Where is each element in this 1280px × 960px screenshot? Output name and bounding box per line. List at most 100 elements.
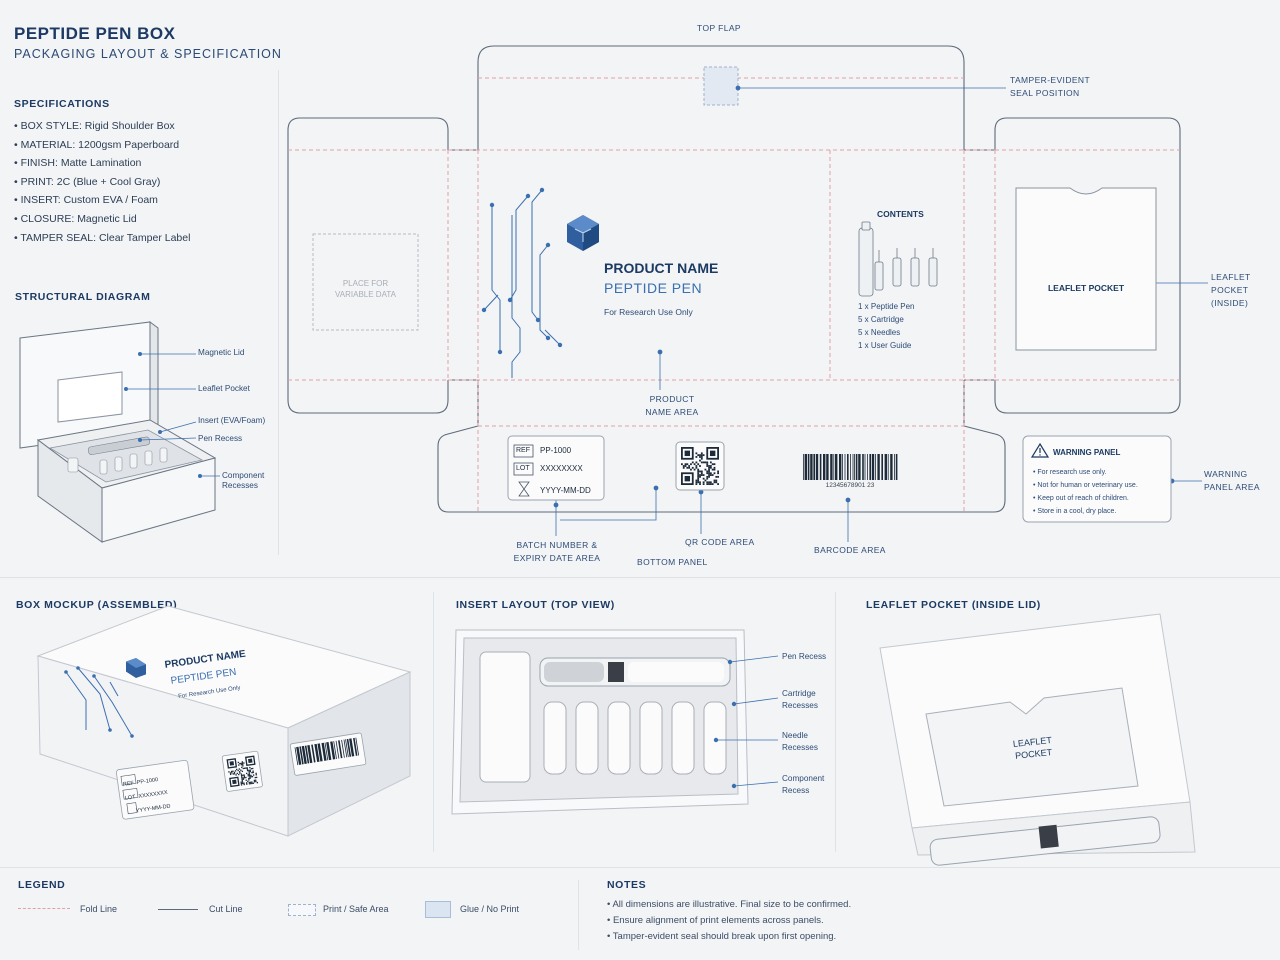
warning-heading: WARNING PANEL <box>1053 448 1121 457</box>
batch-area-line: BATCH NUMBER & <box>516 540 598 550</box>
warning-icon <box>1030 442 1050 458</box>
variable-line: PLACE FOR <box>342 279 389 288</box>
label-pen-recess: Pen Recess <box>198 434 243 443</box>
notes-heading: NOTES <box>607 879 647 891</box>
contents-item: 5 x Needles <box>858 328 901 337</box>
insert-label-line: Recesses <box>782 743 818 752</box>
spec-item: • TAMPER SEAL: Clear Tamper Label <box>14 231 191 244</box>
barcode-icon <box>803 454 898 480</box>
warning-list: • For research use only. • Not for human… <box>1033 466 1138 518</box>
mockup-lot-tag: LOT <box>124 794 136 802</box>
variable-line: VARIABLE DATA <box>335 290 396 299</box>
mockup-label-tags: REF PP-1000 LOT XXXXXXXX YYYY-MM-DD <box>122 772 172 820</box>
leaflet-heading: LEAFLET POCKET (INSIDE LID) <box>866 599 1041 611</box>
divider <box>278 70 279 555</box>
top-flap-label: TOP FLAP <box>697 23 741 33</box>
lot-value: XXXXXXXX <box>540 464 583 473</box>
notes-list: • All dimensions are illustrative. Final… <box>607 897 851 945</box>
dieline-diagram <box>287 45 1208 542</box>
barcode-area-label: BARCODE AREA <box>814 545 886 555</box>
fold-lines <box>288 77 1180 512</box>
insert-tray <box>451 629 779 815</box>
expiry-value: YYYY-MM-DD <box>540 486 591 495</box>
divider <box>433 592 434 852</box>
tamper-label: TAMPER-EVIDENT SEAL POSITION <box>1010 74 1090 100</box>
label-recesses: Recesses <box>222 481 258 490</box>
page-subtitle: PACKAGING LAYOUT & SPECIFICATION <box>14 47 282 61</box>
qr-area-label: QR CODE AREA <box>685 537 755 547</box>
structural-heading: STRUCTURAL DIAGRAM <box>15 291 151 303</box>
leaflet-inside-line: LEAFLET <box>1211 272 1251 282</box>
contents-heading: CONTENTS <box>877 209 924 219</box>
mockup-ref-tag: REF <box>122 780 135 788</box>
specifications-list: • BOX STYLE: Rigid Shoulder Box • MATERI… <box>14 117 190 247</box>
insert-label-line: Cartridge <box>782 689 816 698</box>
warning-item: • Store in a cool, dry place. <box>1033 508 1117 515</box>
contents-item: 5 x Cartridge <box>858 315 904 324</box>
mockup-lot-value: XXXXXXXX <box>138 789 169 800</box>
leaflet-pocket-title: LEAFLET POCKET <box>1047 283 1125 293</box>
divider <box>578 880 579 950</box>
insert-label-line: Component <box>782 774 825 783</box>
product-area-label: PRODUCT NAME AREA <box>630 393 714 419</box>
tamper-label-line: TAMPER-EVIDENT <box>1010 75 1091 85</box>
note-item: • Tamper-evident seal should break upon … <box>607 931 837 942</box>
circuit-decoration <box>483 189 561 378</box>
insert-label-cartridge: Cartridge Recesses <box>782 688 818 712</box>
print-area-swatch <box>288 904 316 916</box>
divider <box>835 592 836 852</box>
legend-cut: Cut Line <box>209 904 243 914</box>
cut-line-swatch <box>158 909 198 910</box>
lot-tag: LOT <box>516 465 530 472</box>
qr-code-icon <box>681 447 719 485</box>
insert-label-line: Recess <box>782 786 810 795</box>
spec-item: • MATERIAL: 1200gsm Paperboard <box>14 138 180 151</box>
insert-heading: INSERT LAYOUT (TOP VIEW) <box>456 599 615 611</box>
insert-label-needle: Needle Recesses <box>782 730 818 754</box>
leaflet-inside-line: POCKET <box>1211 285 1249 295</box>
contents-item: 1 x Peptide Pen <box>858 302 915 311</box>
mockup-heading: BOX MOCKUP (ASSEMBLED) <box>16 599 178 611</box>
spec-item: • PRINT: 2C (Blue + Cool Gray) <box>14 175 161 188</box>
product-name: PRODUCT NAME <box>604 260 719 276</box>
specifications-heading: SPECIFICATIONS <box>14 98 110 110</box>
variable-data-placeholder: PLACE FOR VARIABLE DATA <box>313 278 418 300</box>
warning-item: • Keep out of reach of children. <box>1033 495 1129 502</box>
spec-item: • FINISH: Matte Lamination <box>14 157 142 170</box>
research-note: For Research Use Only <box>604 307 693 317</box>
batch-area-line: EXPIRY DATE AREA <box>513 552 601 563</box>
batch-area-label: BATCH NUMBER & EXPIRY DATE AREA <box>506 539 608 564</box>
contents-list: 1 x Peptide Pen 5 x Cartridge 5 x Needle… <box>858 300 914 352</box>
barcode-number: 12345678901 23 <box>825 482 875 489</box>
box-mockup <box>36 605 412 837</box>
insert-label-component: Component Recess <box>782 773 824 797</box>
label-leaflet-pocket: Leaflet Pocket <box>198 384 250 393</box>
divider <box>0 867 1280 868</box>
label-component: Component <box>222 471 265 480</box>
product-area-line: NAME AREA <box>645 407 699 417</box>
contents-item: 1 x User Guide <box>858 341 912 350</box>
tamper-label-line: SEAL POSITION <box>1010 88 1080 98</box>
warning-item: • Not for human or veterinary use. <box>1033 482 1138 489</box>
warning-area-line: PANEL AREA <box>1204 482 1260 492</box>
insert-label-pen: Pen Recess <box>782 652 827 661</box>
contents-illustration <box>858 221 938 297</box>
bottom-illustrations <box>36 605 1196 866</box>
insert-label-line: Needle <box>782 731 808 740</box>
spec-item: • CLOSURE: Magnetic Lid <box>14 212 137 225</box>
mockup-expiry-value: YYYY-MM-DD <box>135 803 171 815</box>
mockup-ref-value: PP-1000 <box>136 777 159 786</box>
ref-value: PP-1000 <box>540 446 572 455</box>
fold-line-swatch <box>18 908 70 909</box>
ref-tag: REF <box>516 447 530 454</box>
page-title: PEPTIDE PEN BOX <box>14 24 176 43</box>
bottom-panel-label: BOTTOM PANEL <box>637 557 708 567</box>
label-magnetic-lid: Magnetic Lid <box>198 348 245 357</box>
warning-item: • For research use only. <box>1033 469 1107 476</box>
legend-print: Print / Safe Area <box>323 904 389 914</box>
leaflet-inside-label: LEAFLET POCKET (INSIDE) <box>1211 271 1251 310</box>
note-item: • All dimensions are illustrative. Final… <box>607 899 852 910</box>
glue-swatch <box>425 901 451 918</box>
cube-logo-icon <box>567 215 599 251</box>
product-subname: PEPTIDE PEN <box>604 280 703 296</box>
